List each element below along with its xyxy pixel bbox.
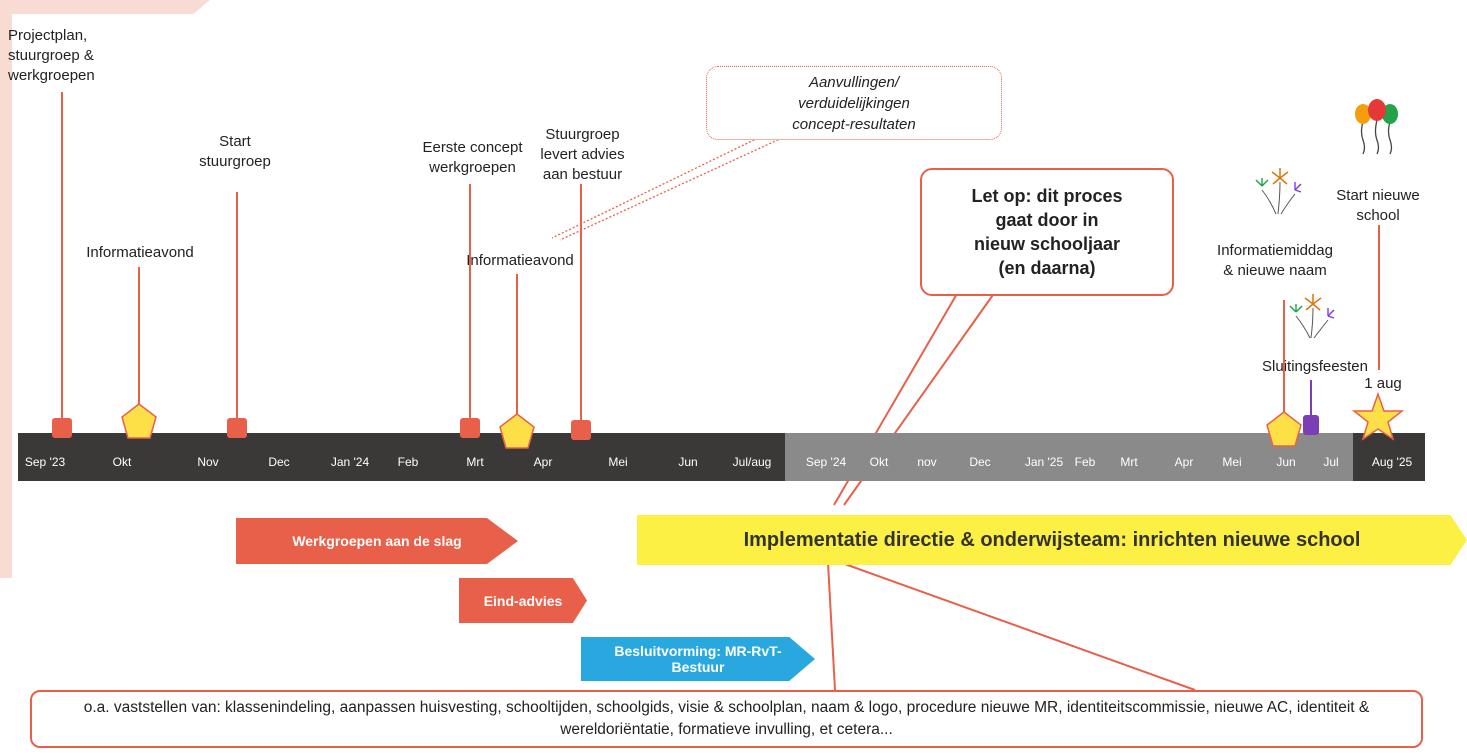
milestone-informatieavond-1-label: Informatieavond (86, 244, 194, 261)
stem-start-stuurgroep (236, 192, 238, 422)
month-label: Nov (197, 455, 219, 469)
milestone-aug-1-label: 1 aug (1364, 375, 1402, 392)
milestone-informatiemiddag-label: Informatiemiddag & nieuwe naam (1217, 242, 1333, 279)
month-label: Okt (869, 455, 889, 469)
milestone-marker-eerste-concept (460, 418, 480, 438)
callout-aanvullingen: Aanvullingen/ verduidelijkingen concept-… (706, 66, 1002, 140)
fireworks-icon (1255, 168, 1302, 215)
milestone-sluitingsfeesten-label: Sluitingsfeesten (1262, 358, 1368, 375)
month-label: Dec (969, 455, 991, 469)
timeline-bar-aug25 (1353, 433, 1425, 481)
month-label: Jul (1323, 455, 1339, 469)
callout-vaststellen: o.a. vaststellen van: klassenindeling, a… (30, 690, 1423, 748)
month-label: Jan '25 (1024, 455, 1064, 469)
month-label: Mei (608, 455, 628, 469)
month-label: Jul/aug (732, 455, 772, 469)
stem-start-nieuwe-school (1378, 225, 1380, 370)
month-label: nov (917, 455, 937, 469)
month-label: Mei (1222, 455, 1242, 469)
month-label: Feb (397, 455, 419, 469)
phase-implementatie-label: Implementatie directie & onderwijsteam: … (743, 529, 1361, 551)
milestone-stuurgroep-advies-label: Stuurgroep levert advies aan bestuur (540, 126, 625, 183)
stem-eerste-concept (469, 184, 471, 422)
milestone-marker-projectplan (52, 418, 72, 438)
phase-werkgroepen-arrow: Werkgroepen aan de slag (236, 518, 518, 564)
callout-let-op: Let op: dit proces gaat door in nieuw sc… (920, 168, 1174, 296)
stem-informatieavond-1 (138, 267, 140, 410)
milestone-eerste-concept-label: Eerste concept werkgroepen (422, 139, 523, 176)
month-label: Sep '23 (24, 455, 66, 469)
month-label: Mrt (466, 455, 484, 469)
phase-implementatie-arrow: Implementatie directie & onderwijsteam: … (637, 515, 1467, 565)
background-stripe (0, 0, 12, 578)
stem-informatiemiddag (1283, 300, 1285, 420)
milestone-marker-stuurgroep-advies (571, 420, 591, 440)
balloons-icon (1355, 99, 1398, 155)
timeline-bar-2024-25 (785, 433, 1353, 481)
month-label: Apr (1174, 455, 1194, 469)
stem-sluitingsfeesten (1310, 380, 1312, 415)
month-label: Jan '24 (330, 455, 370, 469)
month-label: Aug '25 (1371, 455, 1413, 469)
month-label: Jun (678, 455, 698, 469)
phase-besluitvorming-arrow: Besluitvorming: MR-RvT- Bestuur (581, 637, 815, 681)
milestone-projectplan-label: Projectplan, stuurgroep & werkgroepen (8, 27, 95, 84)
milestone-marker-sluitingsfeesten (1303, 415, 1319, 435)
fireworks-icon (1289, 294, 1335, 339)
month-label: Dec (268, 455, 290, 469)
background-corner (0, 0, 210, 14)
month-label: Apr (533, 455, 553, 469)
milestone-start-stuurgroep-label: Start stuurgroep (199, 133, 271, 170)
milestone-marker-start-stuurgroep (227, 418, 247, 438)
milestone-informatieavond-2-label: Informatieavond (466, 252, 574, 269)
month-label: Okt (112, 455, 132, 469)
timeline-bar-2023-24 (18, 433, 785, 481)
stem-projectplan (61, 92, 63, 422)
month-label: Sep '24 (805, 455, 847, 469)
milestone-start-nieuwe-school-label: Start nieuwe school (1336, 187, 1420, 224)
stem-stuurgroep-advies (580, 184, 582, 422)
month-label: Jun (1276, 455, 1296, 469)
phase-eind-advies-arrow: Eind-advies (459, 578, 587, 623)
stem-informatieavond-2 (516, 274, 518, 420)
month-label: Mrt (1120, 455, 1138, 469)
month-label: Feb (1074, 455, 1096, 469)
